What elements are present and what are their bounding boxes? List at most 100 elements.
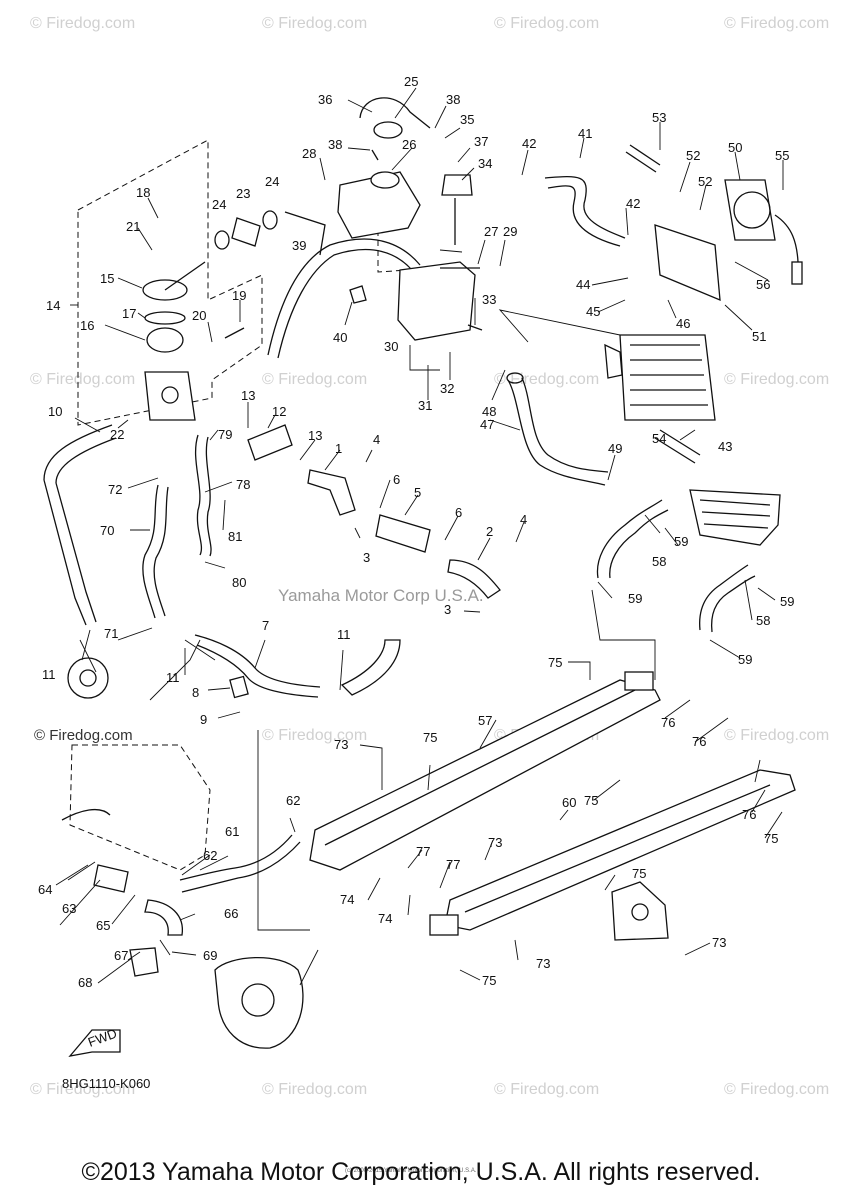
callout-14: 14 <box>46 298 60 313</box>
callout-45: 45 <box>586 304 600 319</box>
callout-3: 3 <box>363 550 370 565</box>
callout-65: 65 <box>96 918 110 933</box>
callout-11: 11 <box>337 627 351 642</box>
callout-27: 27 <box>484 224 498 239</box>
callout-68: 68 <box>78 975 92 990</box>
callout-67: 67 <box>114 948 128 963</box>
callout-24: 24 <box>212 197 226 212</box>
watermark: © Firedog.com <box>724 727 829 744</box>
copyright-notice: ©2013 Yamaha Motor Corporation, U.S.A. A… <box>81 1158 761 1186</box>
callout-29: 29 <box>503 224 517 239</box>
callout-24: 24 <box>265 174 279 189</box>
callout-4: 4 <box>520 512 527 527</box>
center-watermark: Yamaha Motor Corp U.S.A. <box>278 586 484 605</box>
callout-52: 52 <box>686 148 700 163</box>
watermark: © Firedog.com <box>724 15 829 32</box>
callout-49: 49 <box>608 441 622 456</box>
watermark: © Firedog.com <box>262 727 367 744</box>
callout-61: 61 <box>225 824 239 839</box>
watermark: © Firedog.com <box>262 371 367 388</box>
callout-22: 22 <box>110 427 124 442</box>
callout-80: 80 <box>232 575 246 590</box>
callout-10: 10 <box>48 404 62 419</box>
callout-56: 56 <box>756 277 770 292</box>
callout-16: 16 <box>80 318 94 333</box>
callout-70: 70 <box>100 523 114 538</box>
callout-43: 43 <box>718 439 732 454</box>
callout-1: 1 <box>335 441 342 456</box>
callout-75: 75 <box>632 866 646 881</box>
callout-81: 81 <box>228 529 242 544</box>
callout-42: 42 <box>522 136 536 151</box>
watermark: © Firedog.com <box>262 1081 367 1098</box>
watermark: © Firedog.com <box>494 371 599 388</box>
callout-33: 33 <box>482 292 496 307</box>
callout-51: 51 <box>752 329 766 344</box>
callout-62: 62 <box>286 793 300 808</box>
callout-36: 36 <box>318 92 332 107</box>
callout-75: 75 <box>764 831 778 846</box>
callout-77: 77 <box>416 844 430 859</box>
watermark: © Firedog.com <box>494 15 599 32</box>
callout-25: 25 <box>404 74 418 89</box>
callout-73: 73 <box>334 737 348 752</box>
callout-75: 75 <box>482 973 496 988</box>
callout-58: 58 <box>652 554 666 569</box>
watermark: © Firedog.com <box>30 371 135 388</box>
callout-5: 5 <box>414 485 421 500</box>
callout-69: 69 <box>203 948 217 963</box>
callout-76: 76 <box>661 715 675 730</box>
callout-75: 75 <box>584 793 598 808</box>
callout-52: 52 <box>698 174 712 189</box>
diagram-code: 8HG1110-K060 <box>62 1076 150 1091</box>
callout-23: 23 <box>236 186 250 201</box>
callout-20: 20 <box>192 308 206 323</box>
callout-18: 18 <box>136 185 150 200</box>
callout-21: 21 <box>126 219 140 234</box>
callout-38: 38 <box>328 137 342 152</box>
left-watermark: © Firedog.com <box>34 727 133 744</box>
watermark: © Firedog.com <box>30 15 135 32</box>
callout-41: 41 <box>578 126 592 141</box>
callout-7: 7 <box>262 618 269 633</box>
callout-46: 46 <box>676 316 690 331</box>
callout-9: 9 <box>200 712 207 727</box>
callout-74: 74 <box>340 892 354 907</box>
callout-8: 8 <box>192 685 199 700</box>
callout-11: 11 <box>166 670 180 685</box>
callout-76: 76 <box>742 807 756 822</box>
watermark: © Firedog.com <box>724 371 829 388</box>
callout-32: 32 <box>440 381 454 396</box>
callout-59: 59 <box>628 591 642 606</box>
callout-17: 17 <box>122 306 136 321</box>
callout-6: 6 <box>455 505 462 520</box>
callout-15: 15 <box>100 271 114 286</box>
callout-13: 13 <box>241 388 255 403</box>
callout-57: 57 <box>478 713 492 728</box>
callout-58: 58 <box>756 613 770 628</box>
callout-66: 66 <box>224 906 238 921</box>
callout-59: 59 <box>738 652 752 667</box>
callout-77: 77 <box>446 857 460 872</box>
fine-print: (c) 2000-2015 Yamaha Motor Corporation, … <box>345 1168 477 1174</box>
callout-12: 12 <box>272 404 286 419</box>
callout-40: 40 <box>333 330 347 345</box>
watermark: © Firedog.com <box>724 1081 829 1098</box>
parts-drawing: FWD 8HG1110-K060 (c) 2000-2015 Yamaha Mo… <box>43 97 803 1174</box>
callout-4: 4 <box>373 432 380 447</box>
watermark: © Firedog.com <box>494 1081 599 1098</box>
callout-labels: 1 2 3 3 4 4 5 6 6 7 8 9 10 11 11 11 12 1… <box>38 74 794 990</box>
watermark: © Firedog.com <box>30 1081 135 1098</box>
callout-11: 11 <box>42 667 56 682</box>
callout-73: 73 <box>712 935 726 950</box>
callout-54: 54 <box>652 431 666 446</box>
callout-28: 28 <box>302 146 316 161</box>
callout-34: 34 <box>478 156 492 171</box>
callout-47: 47 <box>480 417 494 432</box>
callout-79: 79 <box>218 427 232 442</box>
watermark: © Firedog.com <box>262 15 367 32</box>
callout-2: 2 <box>486 524 493 539</box>
callout-39: 39 <box>292 238 306 253</box>
callout-6: 6 <box>393 472 400 487</box>
